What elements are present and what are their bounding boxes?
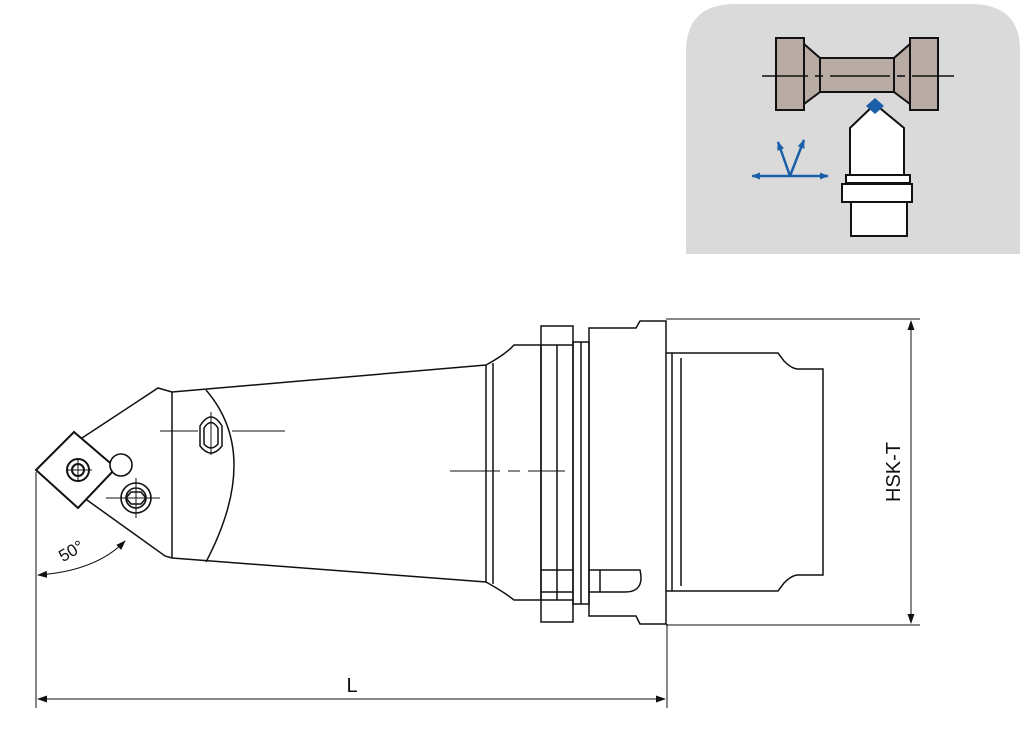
insert-tip-icon <box>866 98 884 114</box>
angle-dimension-label: 50° <box>55 537 87 566</box>
clamp-screw-icon <box>109 453 152 514</box>
tool-holder-body <box>79 320 824 625</box>
length-dimension-label: L <box>346 675 357 697</box>
feed-directions-arrows-icon <box>751 139 829 180</box>
turned-workpiece-icon <box>775 37 939 111</box>
dimension-lines <box>35 318 920 708</box>
operation-inset <box>686 4 1020 254</box>
turning-tool-icon <box>841 102 913 237</box>
centerlines <box>66 412 565 518</box>
hsk-t-dimension-label: HSK-T <box>883 442 905 502</box>
